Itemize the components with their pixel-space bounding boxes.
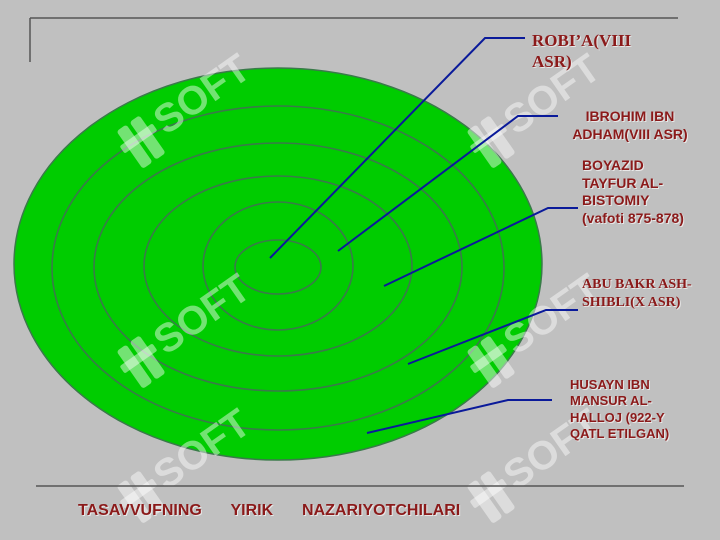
label-abu-bakr-shibli: ABU BAKR ASH-SHIBLI(X ASR) bbox=[582, 277, 692, 310]
leader-line-4 bbox=[407, 309, 578, 365]
label-robia: ROBI’A(VIII ASR) bbox=[532, 31, 632, 72]
footer-title: TASAVVUFNING YIRIK NAZARIYOTCHILARI bbox=[78, 502, 461, 519]
leader-lines bbox=[269, 37, 578, 434]
leader-line-2 bbox=[337, 115, 558, 252]
ring-3 bbox=[143, 175, 413, 357]
ring-2 bbox=[202, 201, 354, 331]
ring-4 bbox=[93, 142, 463, 392]
ring-5 bbox=[51, 105, 505, 431]
leader-line-3 bbox=[383, 207, 578, 287]
label-ibrohim-ibn-adham: IBROHIM IBN ADHAM(VIII ASR) bbox=[572, 108, 688, 142]
label-boyazid-bistomiy: BOYAZID TAYFUR AL-BISTOMIY (vafoti 875-8… bbox=[582, 157, 684, 226]
label-husayn-halloj: HUSAYN IBN MANSUR AL-HALLOJ (922-Y QATL … bbox=[570, 377, 670, 441]
leader-line-5 bbox=[366, 399, 552, 434]
leader-line-1 bbox=[269, 37, 525, 259]
outer-disc bbox=[13, 67, 543, 461]
ring-1 bbox=[234, 239, 322, 295]
concentric-rings bbox=[51, 105, 505, 431]
